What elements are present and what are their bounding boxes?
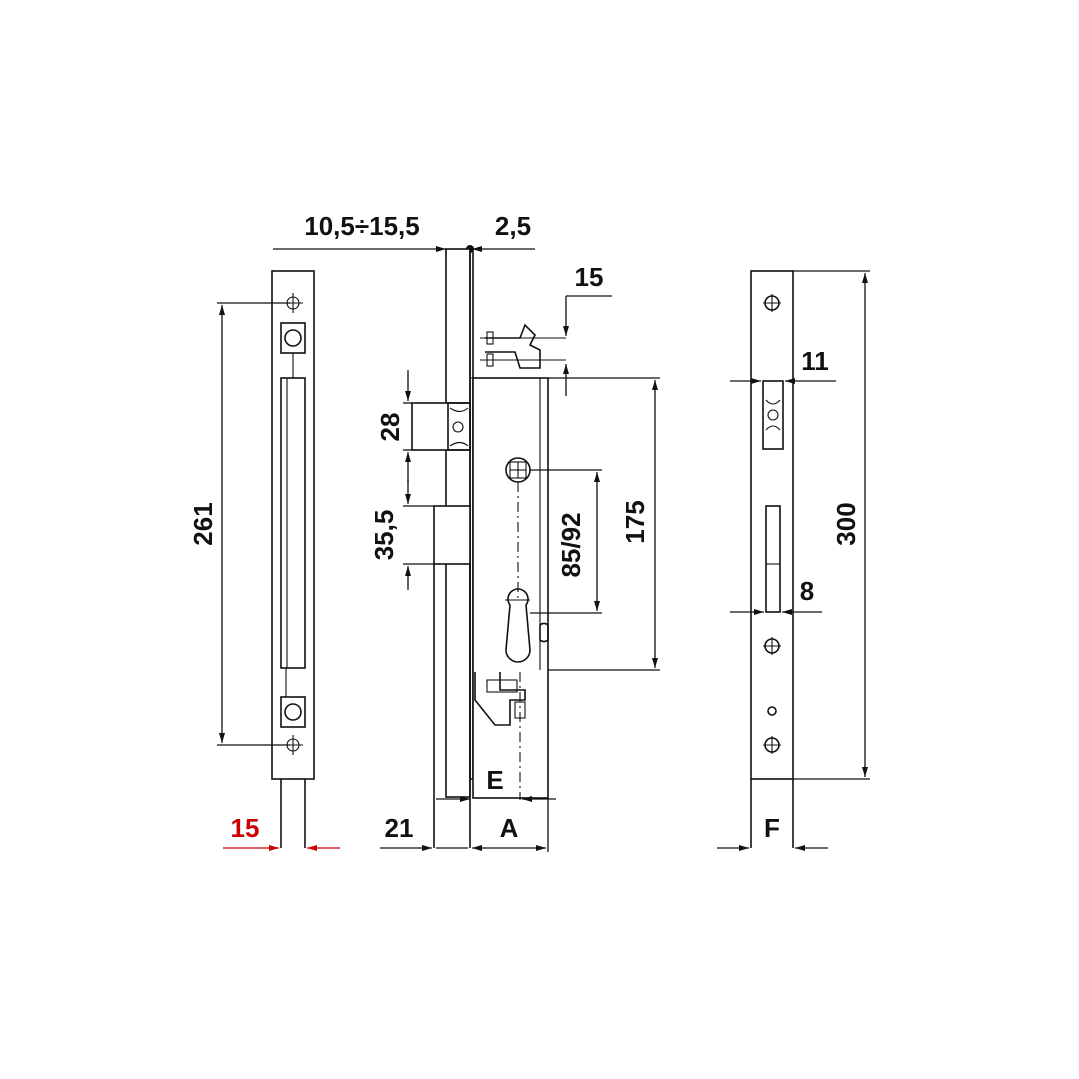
cylinder-cutout-icon — [505, 588, 549, 663]
dimension-latch-gap-label: 15 — [575, 262, 604, 292]
spindle-icon — [505, 457, 531, 483]
right-faceplate-view: 11 8 300 F — [717, 270, 870, 851]
middle-lockbody-view: 10,5÷15,5 2,5 15 — [273, 211, 660, 852]
right-small-hole — [767, 706, 777, 716]
dimension-f-label: F — [764, 813, 780, 843]
dimension-case-height-label: 175 — [620, 500, 650, 543]
bolt-slot — [280, 377, 306, 669]
lower-hook-icon — [474, 672, 526, 800]
dimension-top-offset-label: 2,5 — [495, 211, 531, 241]
dimension-spindle-cylinder-label: 85/92 — [556, 512, 586, 577]
right-faceplate-outline — [750, 270, 794, 780]
lock-case — [472, 377, 549, 799]
dimension-bolt-height-label: 28 — [375, 413, 405, 442]
deadbolt-icon — [411, 402, 471, 451]
dimension-15-red-label: 15 — [231, 813, 260, 843]
dimension-11-label: 11 — [801, 346, 829, 376]
right-mid-screw-icon — [763, 637, 781, 655]
upper-hook-icon — [480, 323, 566, 369]
dimension-261-label: 261 — [188, 502, 218, 545]
dimension-8-label: 8 — [800, 576, 814, 606]
right-lower-screw-icon — [763, 736, 781, 754]
faceplate-outline — [271, 270, 315, 780]
lower-roller-icon — [280, 668, 306, 728]
dimension-a-label: A — [500, 813, 519, 843]
right-bolt-head-icon — [762, 380, 784, 450]
left-faceplate-view: 261 15 — [188, 270, 340, 851]
dimension-e-label: E — [486, 765, 503, 795]
dimension-21-label: 21 — [385, 813, 414, 843]
dimension-300-label: 300 — [831, 502, 861, 545]
right-upper-screw-icon — [763, 294, 781, 312]
dimension-latch-height-label: 35,5 — [369, 510, 399, 561]
right-latch-slot — [765, 505, 781, 613]
latch-icon — [433, 505, 471, 848]
dimension-top-range-label: 10,5÷15,5 — [304, 211, 419, 241]
